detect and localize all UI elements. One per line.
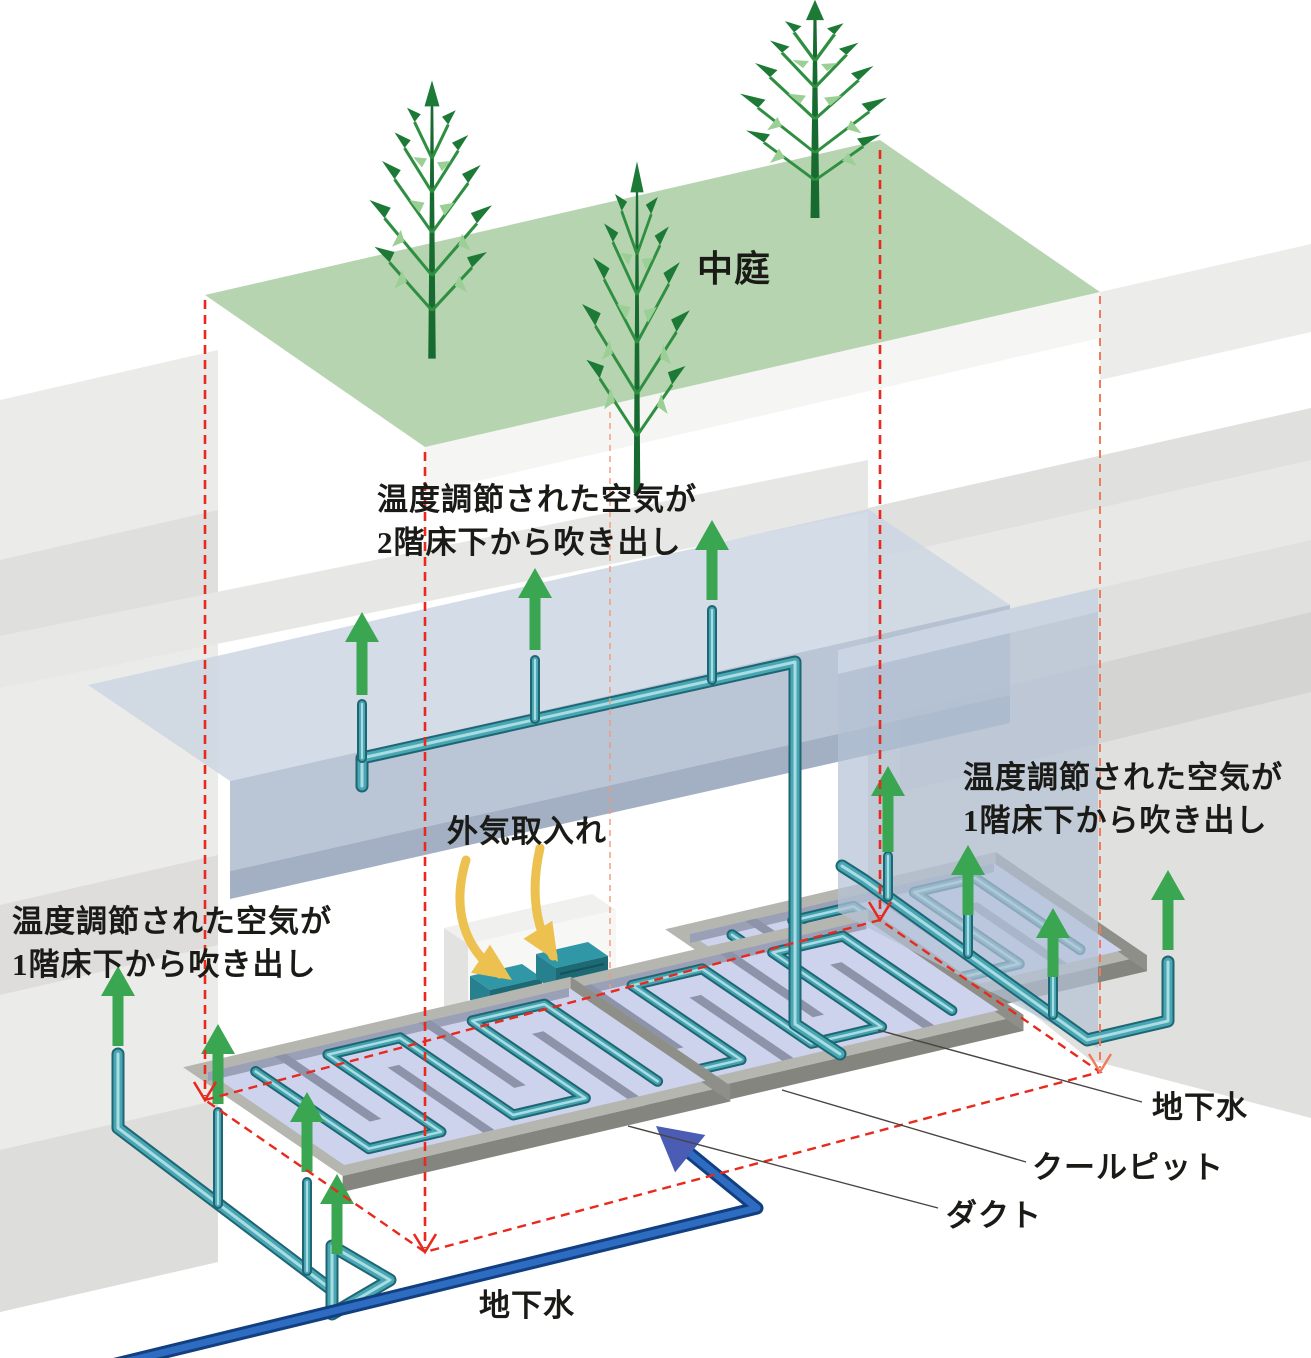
left-ground-band xyxy=(0,510,218,650)
right-upper-band xyxy=(1100,244,1311,380)
green-up-arrow-icon xyxy=(951,845,985,915)
label-air-1f-right-line1: 温度調節された空気が xyxy=(963,760,1283,795)
pit-partition-wall xyxy=(387,1064,495,1133)
pit-partition-wall xyxy=(689,994,794,1061)
label-air-1f-left: 温度調節された空気が 1階床下から吹き出し xyxy=(12,900,332,986)
enclosure-top xyxy=(444,894,616,944)
yellow-arrowhead-icon xyxy=(470,944,512,980)
label-air-2f-line1: 温度調節された空気が xyxy=(377,482,697,517)
label-air-1f-left-line1: 温度調節された空気が xyxy=(12,904,332,939)
pit-partition-wall xyxy=(274,1053,382,1122)
green-up-arrow-icon xyxy=(345,612,379,695)
duct-pipe xyxy=(360,660,842,1056)
blue-flow-arrow-icon xyxy=(656,1126,706,1173)
label-air-1f-right: 温度調節された空気が 1階床下から吹き出し xyxy=(963,756,1283,842)
green-up-arrow-icon xyxy=(201,1024,235,1104)
upper-floor-band xyxy=(0,460,868,688)
first-floor-right-wall xyxy=(838,588,1098,1048)
red-v-mark-icon xyxy=(1087,1053,1113,1075)
label-groundwater-bottom: 地下水 xyxy=(479,1288,575,1323)
supply-air-arrows xyxy=(101,520,1185,1254)
left-ground-band xyxy=(0,855,218,995)
red-v-mark-icon xyxy=(867,901,893,923)
pit-partition-wall xyxy=(830,962,935,1028)
duct-pipe xyxy=(330,1244,392,1316)
label-air-2f-line2: 2階床下から吹き出し xyxy=(377,525,682,560)
projection-guides xyxy=(192,150,1113,1255)
red-v-mark-icon xyxy=(192,1081,218,1103)
groundwater-pipe xyxy=(113,1126,764,1358)
wall-top-strip xyxy=(838,588,1098,674)
green-up-arrow-icon xyxy=(518,568,552,650)
left-ground-band xyxy=(0,1100,218,1312)
wall-face xyxy=(838,588,1098,1048)
leader-lines xyxy=(627,1029,1143,1209)
courtyard-roof-garden xyxy=(205,140,1100,493)
leader-cool-pit xyxy=(781,1089,1027,1163)
outside-air-arrows xyxy=(455,843,558,980)
courtyard-surface xyxy=(205,140,1100,447)
ahu-unit xyxy=(536,942,608,968)
cool-pit-tray xyxy=(183,976,731,1192)
label-courtyard: 中庭 xyxy=(697,249,772,289)
green-up-arrow-icon xyxy=(101,966,135,1046)
duct-pipe xyxy=(840,864,1170,1042)
label-outside-air: 外気取入れ xyxy=(447,814,607,849)
serpentine-groundwater-pipe xyxy=(254,1002,659,1150)
duct-pipe xyxy=(116,1052,334,1292)
leader-duct xyxy=(627,1125,939,1209)
red-v-mark-icon xyxy=(412,1233,438,1255)
serpentine-groundwater-pipe xyxy=(560,934,954,1078)
yellow-arrowhead-icon xyxy=(523,920,558,962)
green-up-arrow-icon xyxy=(1036,908,1070,977)
courtyard-front-face xyxy=(425,292,1100,493)
ahu-louver xyxy=(559,963,605,975)
leader-groundwater-right xyxy=(877,1029,1143,1103)
label-air-1f-left-line2: 1階床下から吹き出し xyxy=(12,947,317,982)
green-up-arrow-icon xyxy=(290,1092,324,1172)
pit-partition-wall xyxy=(532,1031,639,1099)
green-up-arrow-icon xyxy=(1151,870,1185,950)
label-groundwater-right: 地下水 xyxy=(1152,1090,1248,1125)
label-cool-pit: クールピット xyxy=(1032,1150,1224,1185)
label-air-1f-right-line2: 1階床下から吹き出し xyxy=(963,803,1268,838)
supply-duct-pipes xyxy=(111,605,1175,1321)
label-air-2f: 温度調節された空気が 2階床下から吹き出し xyxy=(377,478,697,564)
green-up-arrow-icon xyxy=(695,520,729,600)
blue-pipe xyxy=(125,1139,761,1358)
slab-top-face xyxy=(88,509,1010,781)
label-duct: ダクト xyxy=(946,1198,1042,1233)
